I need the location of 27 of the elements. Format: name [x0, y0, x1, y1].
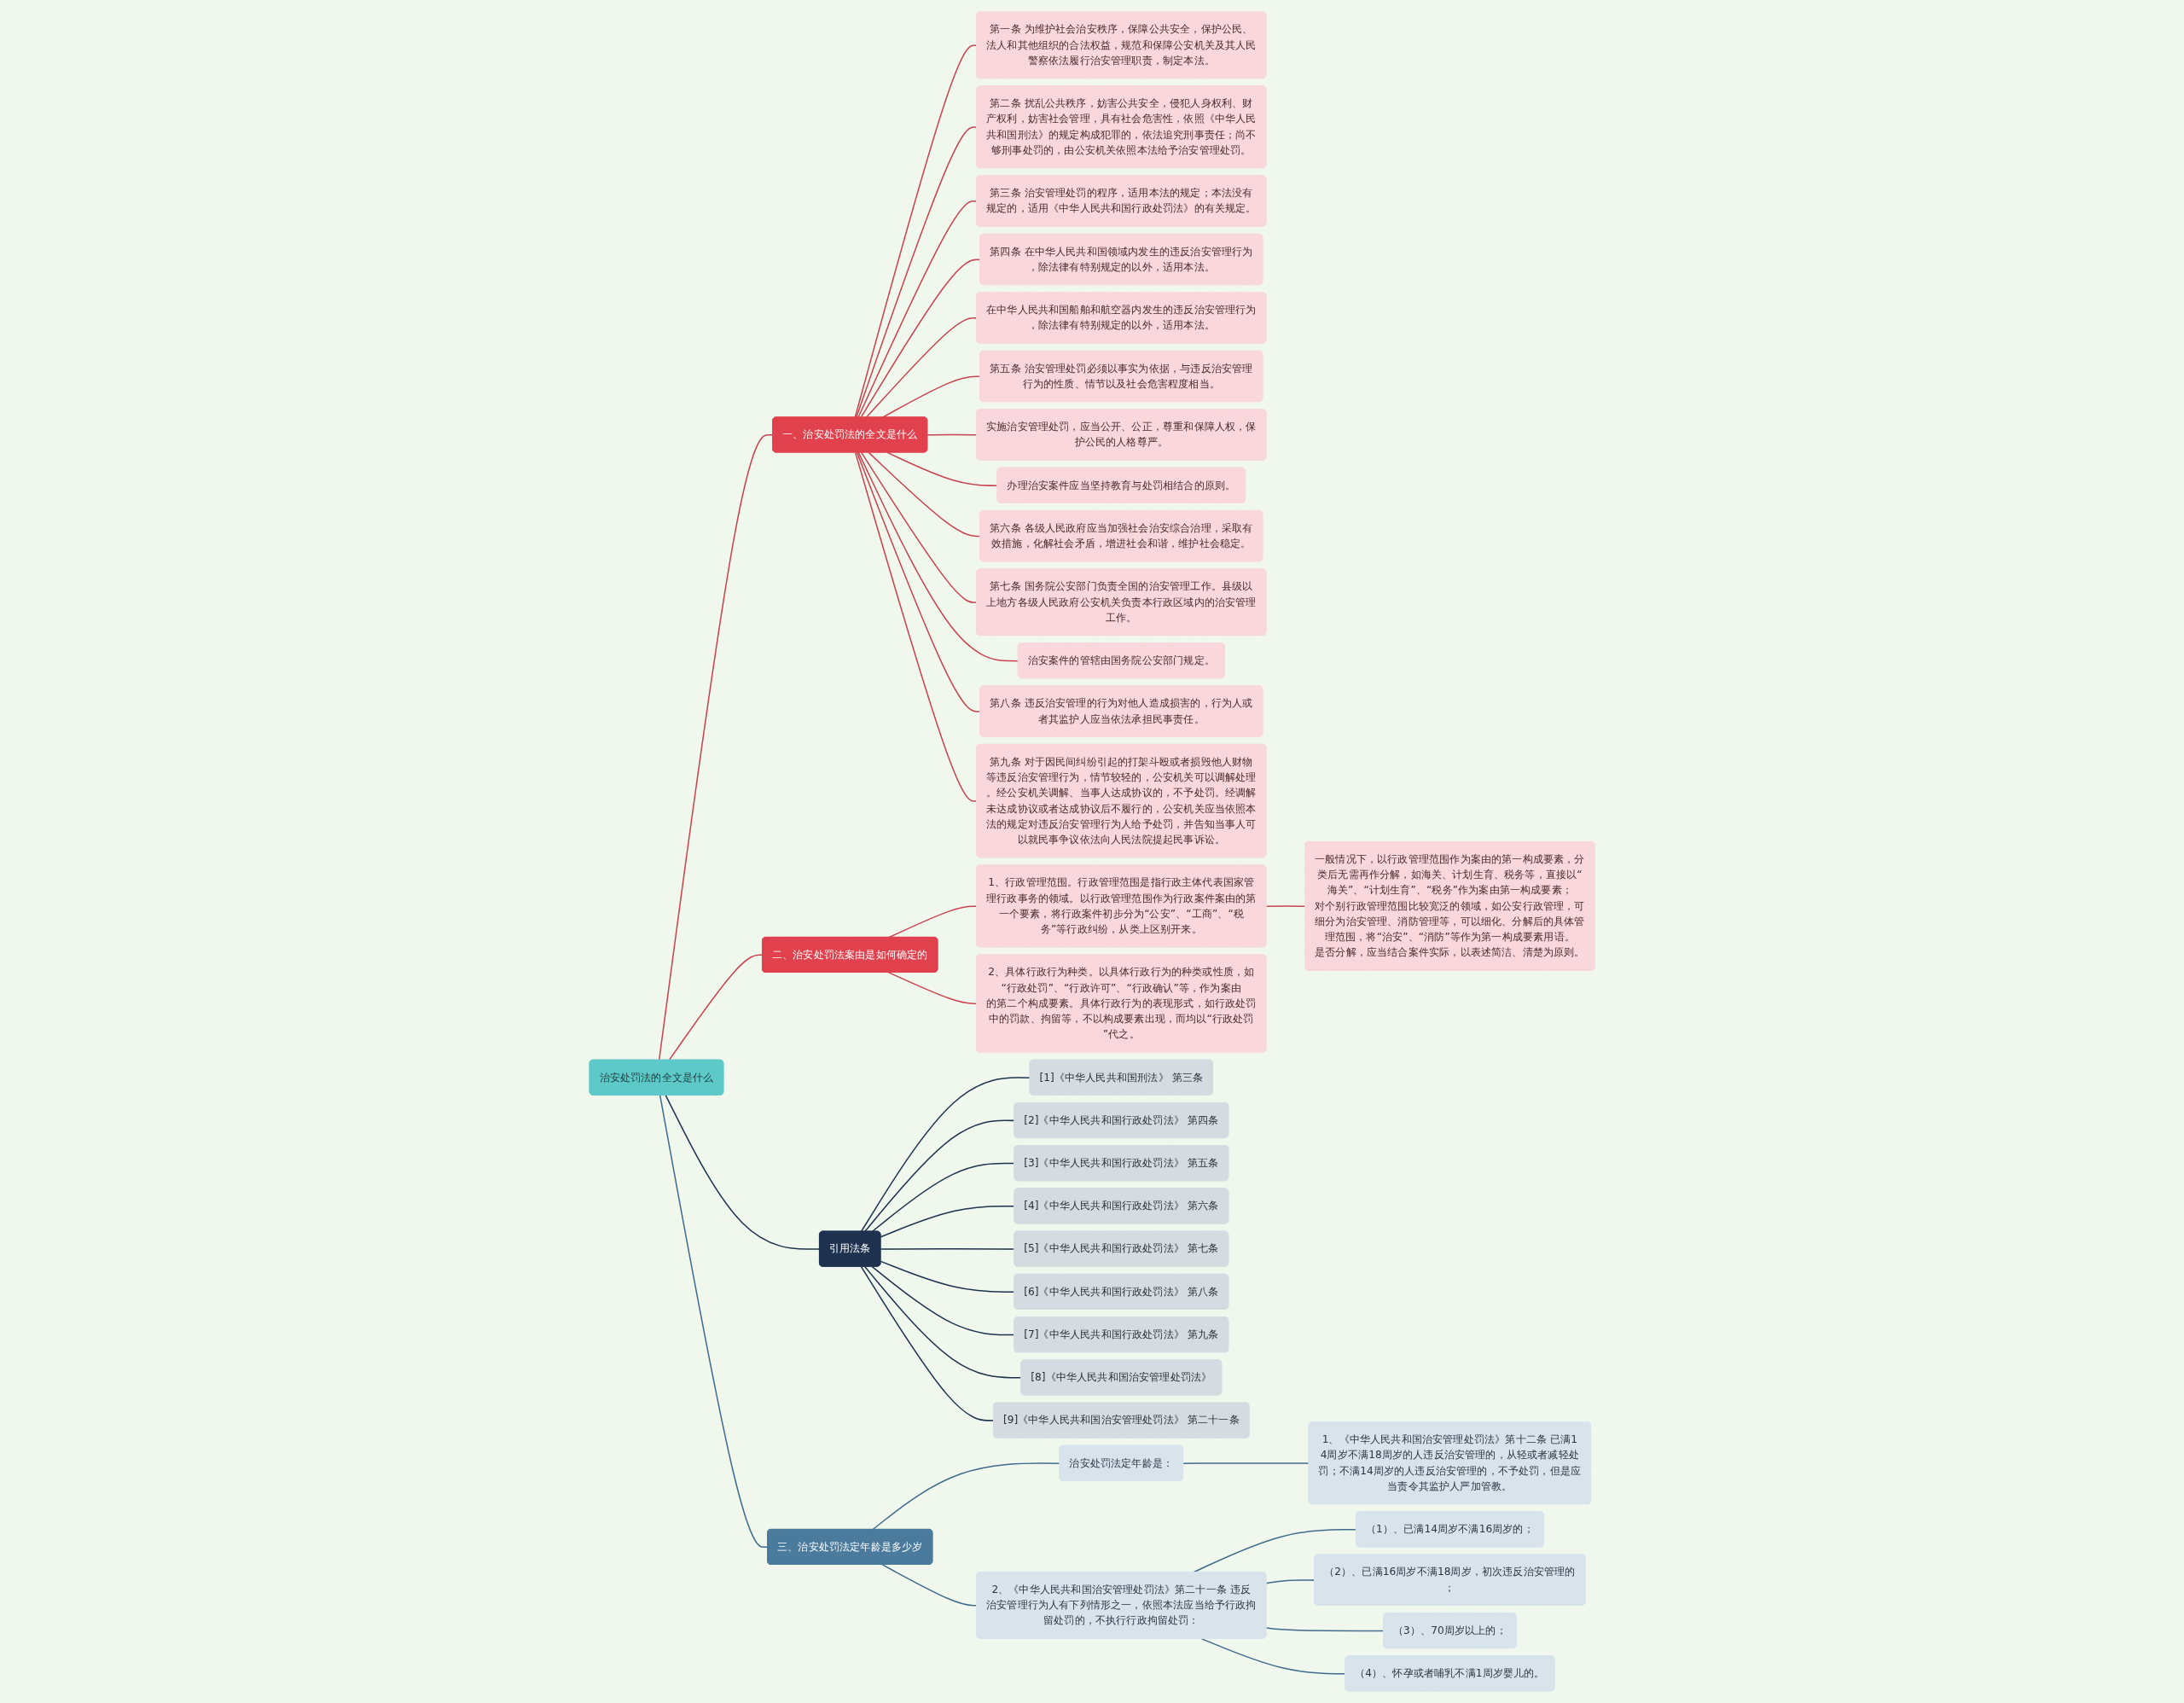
connector — [926, 433, 978, 436]
connector — [659, 1094, 769, 1549]
connector — [857, 451, 1019, 662]
connector — [860, 1265, 995, 1421]
connector — [665, 1094, 821, 1250]
connector — [668, 954, 764, 1061]
connector — [880, 1260, 1015, 1293]
connector — [888, 905, 978, 939]
connector — [856, 451, 981, 712]
connector — [863, 1265, 1022, 1379]
connector — [871, 1265, 1015, 1336]
connector — [1200, 1637, 1346, 1675]
connector — [854, 451, 978, 802]
connector — [881, 1564, 978, 1607]
connector — [1265, 905, 1306, 908]
connector — [880, 1206, 1015, 1238]
connector — [888, 972, 978, 1005]
connector — [1265, 1579, 1316, 1584]
connector — [860, 451, 978, 603]
connector — [863, 1119, 1015, 1233]
connector — [880, 1248, 1015, 1250]
connector — [868, 451, 981, 538]
connector — [871, 1162, 1015, 1233]
connector — [1265, 1627, 1385, 1632]
connector — [1182, 1462, 1310, 1464]
connector — [860, 1077, 1031, 1233]
connector — [658, 434, 774, 1061]
